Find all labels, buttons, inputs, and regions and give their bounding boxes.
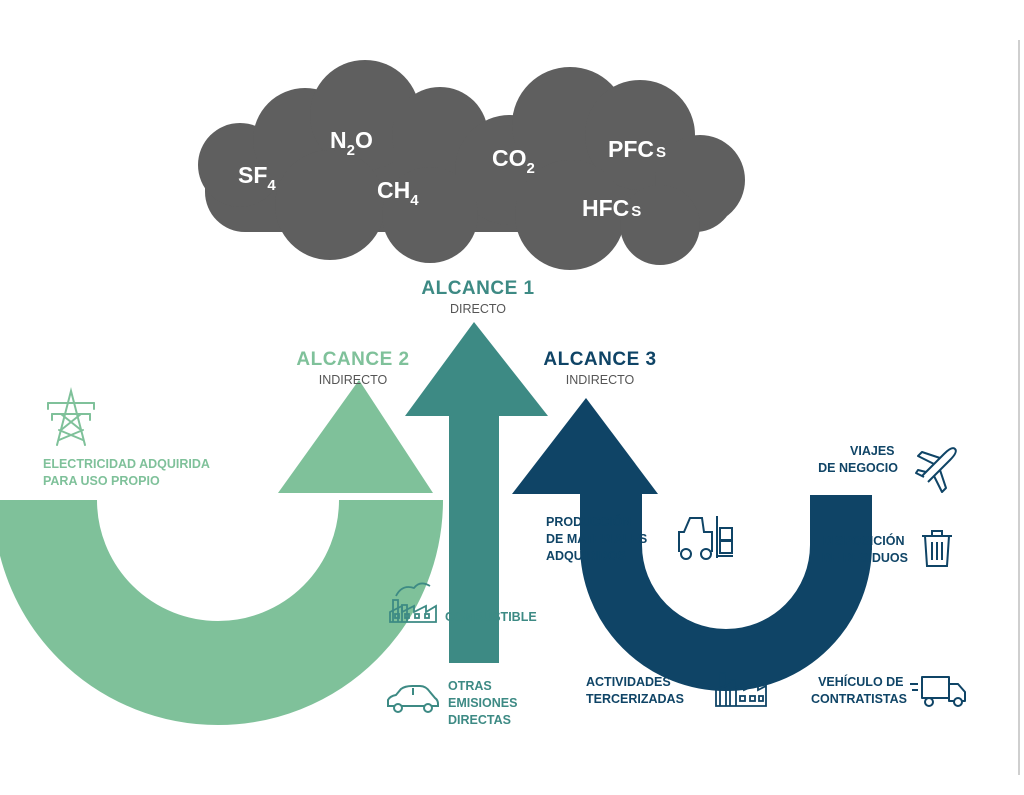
car-icon bbox=[387, 685, 439, 713]
airplane-icon bbox=[915, 447, 957, 493]
power-tower-icon bbox=[47, 387, 95, 446]
scope2-arrow bbox=[0, 380, 443, 725]
scope1-title: ALCANCE 1 bbox=[421, 278, 534, 299]
scope2-subtitle: INDIRECTO bbox=[319, 373, 388, 387]
gas-co: CO2 bbox=[492, 145, 535, 177]
label-waste: DISPOSICIÓN DE RESIDUOS bbox=[822, 533, 908, 565]
emissions-cloud bbox=[198, 60, 745, 270]
scope2-title: ALCANCE 2 bbox=[296, 349, 409, 370]
label-other-direct: OTRAS EMISIONES DIRECTAS bbox=[448, 679, 521, 727]
label-fuel: COMBUSTIBLE bbox=[445, 610, 537, 624]
scope1-subtitle: DIRECTO bbox=[450, 302, 506, 316]
label-outsourced: ACTIVIDADES TERCERIZADAS bbox=[586, 675, 684, 706]
scope3-arrow bbox=[512, 398, 872, 691]
factory-icon bbox=[715, 672, 767, 707]
label-materials: PRODUCCIÓN DE MATERIALES ADQUIRIDOS bbox=[546, 514, 651, 563]
trash-bin-icon bbox=[922, 530, 952, 567]
gas-sf: SF4 bbox=[238, 162, 276, 194]
gas-n2o: N2O bbox=[330, 127, 373, 159]
label-business-trips: VIAJES DE NEGOCIO bbox=[818, 444, 898, 475]
label-contractor-vehicle: VEHÍCULO DE CONTRATISTAS bbox=[811, 674, 907, 706]
scope3-title: ALCANCE 3 bbox=[543, 349, 656, 370]
scope3-subtitle: INDIRECTO bbox=[566, 373, 635, 387]
label-electricity: ELECTRICIDAD ADQUIRIDA PARA USO PROPIO bbox=[43, 457, 213, 488]
delivery-truck-icon bbox=[910, 676, 966, 707]
scope1-arrow bbox=[405, 322, 548, 663]
factory-smoke-icon bbox=[389, 582, 437, 623]
gas-ch: CH4 bbox=[377, 177, 419, 209]
forklift-icon bbox=[678, 516, 733, 560]
